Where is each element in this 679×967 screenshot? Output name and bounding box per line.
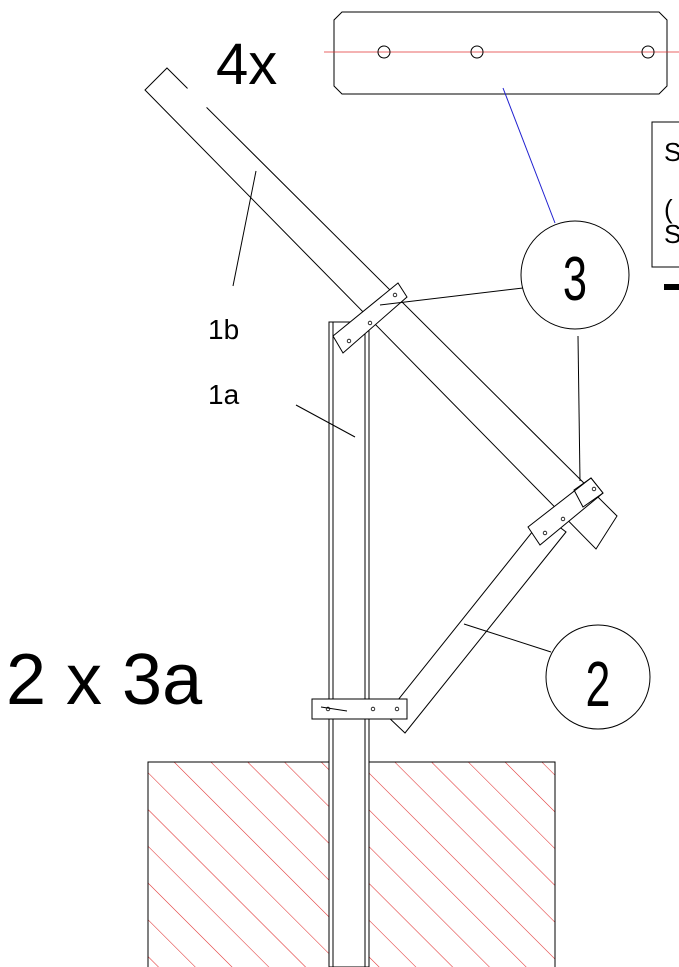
note-line-1: S: [664, 137, 679, 167]
plate-detail: [324, 11, 679, 95]
leader-lines: [232, 87, 581, 712]
svg-text:2: 2: [586, 648, 611, 720]
clamp-plate-top: [332, 282, 408, 354]
qty-plate-label: 4x: [216, 32, 277, 97]
balloon-2: 2: [545, 624, 651, 730]
balloon-3: 3: [520, 220, 630, 330]
note-line-2: (: [664, 194, 673, 224]
note-line-3: S: [664, 219, 679, 249]
qty-clamp-label: 2 x 3a: [6, 640, 203, 720]
svg-text:3: 3: [563, 246, 587, 314]
clamp-plate-joint: [527, 477, 604, 546]
clamp-3a: [311, 698, 408, 720]
post-1a: [328, 321, 370, 967]
strut-2: [385, 515, 567, 734]
part-1b-label: 1b: [208, 314, 239, 345]
note-frame: [651, 121, 679, 290]
part-1a-label: 1a: [208, 379, 240, 410]
